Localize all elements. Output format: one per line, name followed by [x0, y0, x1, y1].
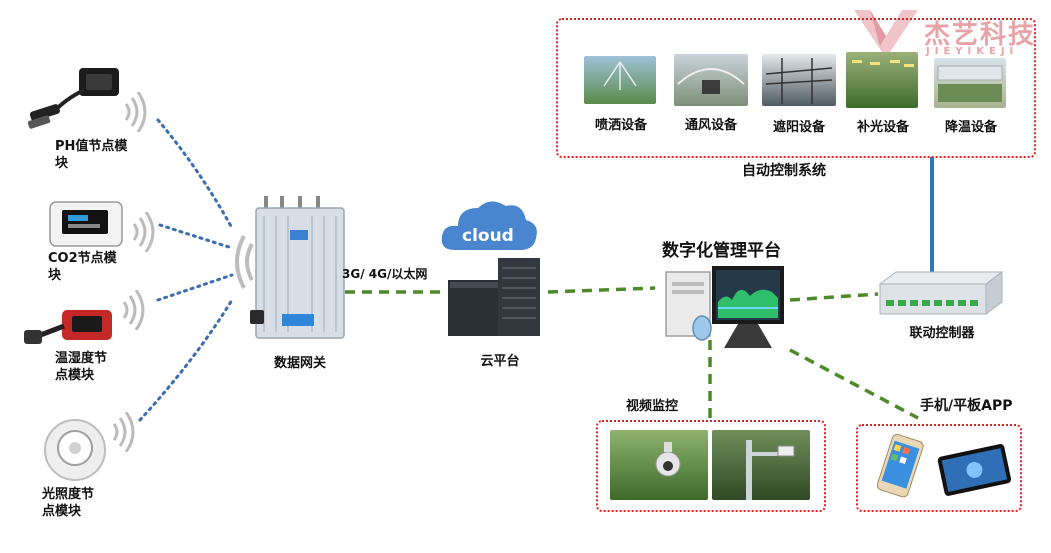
co2-sensor-icon — [49, 201, 123, 247]
device-label-spray: 喷洒设备 — [594, 118, 647, 133]
ph-probe-icon — [27, 68, 119, 129]
dashed-link-platform-controller — [789, 292, 879, 302]
device-label-shading: 遮阳设备 — [772, 120, 825, 135]
device-label-ventilation: 通风设备 — [684, 118, 737, 133]
wireless-signal-icon — [132, 212, 155, 252]
computer-icon — [665, 266, 784, 348]
device-thumb-cooling — [934, 58, 1006, 108]
dotted-link-temp — [156, 273, 234, 302]
link-label: 3G/ 4G/以太网 — [342, 267, 428, 281]
temp-humidity-sensor-icon — [24, 310, 112, 344]
auto-control-box — [556, 18, 1036, 158]
dotted-link-co2 — [158, 223, 234, 250]
wireless-signal-icon — [122, 290, 145, 330]
mobile-label: 手机/平板APP — [920, 398, 1013, 414]
device-thumb-ventilation — [674, 54, 748, 106]
dotted-link-light — [138, 298, 234, 422]
dashed-link-cloud-platform — [547, 286, 656, 294]
server-icon — [448, 258, 540, 336]
brand-name-en: JIEYIKEJI — [926, 46, 1019, 57]
light-sensor-icon — [44, 419, 106, 481]
device-thumb-spray — [584, 56, 656, 104]
device-label-cooling: 降温设备 — [944, 120, 997, 135]
mobile-box — [856, 424, 1022, 512]
device-label-supplementary-light: 补光设备 — [856, 120, 909, 135]
auto-control-title: 自动控制系统 — [742, 163, 826, 179]
video-thumb-pole-camera — [712, 430, 810, 500]
cloud-text: cloud — [462, 226, 514, 246]
dotted-link-ph — [156, 118, 234, 230]
controller-label: 联动控制器 — [909, 326, 975, 341]
gateway-label: 数据网关 — [273, 356, 326, 371]
cloud-icon — [441, 201, 537, 250]
platform-label: 数字化管理平台 — [662, 241, 781, 261]
wireless-signal-icon — [112, 412, 135, 452]
wireless-signal-icon — [235, 235, 254, 289]
cloud-label: 云平台 — [480, 354, 520, 369]
dashed-link-platform-mobile — [789, 348, 919, 420]
device-thumb-shading — [762, 54, 836, 106]
phone-tablet-icon — [876, 433, 1012, 498]
gateway-box-icon — [250, 196, 345, 339]
sensor-label-co2: CO2节点模块 — [48, 251, 117, 283]
video-label: 视频监控 — [626, 399, 679, 414]
brand-name-cn: 杰艺科技 — [924, 20, 1037, 50]
sensor-label-temp-humidity: 温湿度节点模块 — [55, 351, 108, 383]
sensor-label-ph: PH值节点模块 — [55, 139, 128, 171]
wireless-signal-icon — [124, 92, 147, 132]
video-thumb-dome-camera — [610, 430, 708, 500]
controller-icon — [878, 271, 1004, 315]
sensor-label-light: 光照度节点模块 — [42, 487, 95, 519]
video-box — [596, 420, 826, 512]
device-thumb-supplementary-light — [846, 52, 918, 108]
